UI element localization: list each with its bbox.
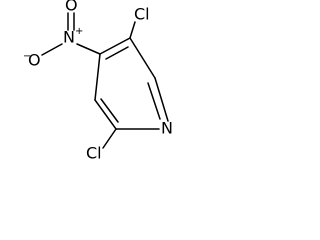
bond-to-cl-bottom [102,128,117,149]
bond-nitro-to-oxygen-left [41,43,63,56]
ring-bond-top-right-to-top [99,37,131,55]
nitro-oxygen-left-label: O [28,51,41,70]
chemical-structure-diagram: Cl Cl N + O O − N [23,0,173,163]
bond-to-cl-top [129,21,136,39]
nitro-oxygen-left-charge: − [23,51,31,62]
ring-double-bond-inner-top [105,46,129,60]
pyridine-nitrogen-label: N [161,119,173,138]
nitro-oxygen-top-label: O [65,0,78,15]
pyridine-ring-bonds [94,37,169,130]
ring-double-bond-inner-right [147,82,161,120]
ring-bond-right-upper [129,37,156,79]
ring-bond-nitrogen-to-right [154,77,169,122]
nitro-nitrogen-charge: + [75,26,83,37]
cl-bottom-label: Cl [86,144,102,163]
ring-bond-left-lower [94,99,117,130]
substituent-bonds [41,12,136,149]
bond-to-nitro-nitrogen [76,43,101,55]
ring-double-bond-inner-left [100,98,119,123]
ring-bond-top-left [94,53,101,101]
nitro-nitrogen-label: N [63,28,75,47]
cl-top-label: Cl [134,5,150,24]
